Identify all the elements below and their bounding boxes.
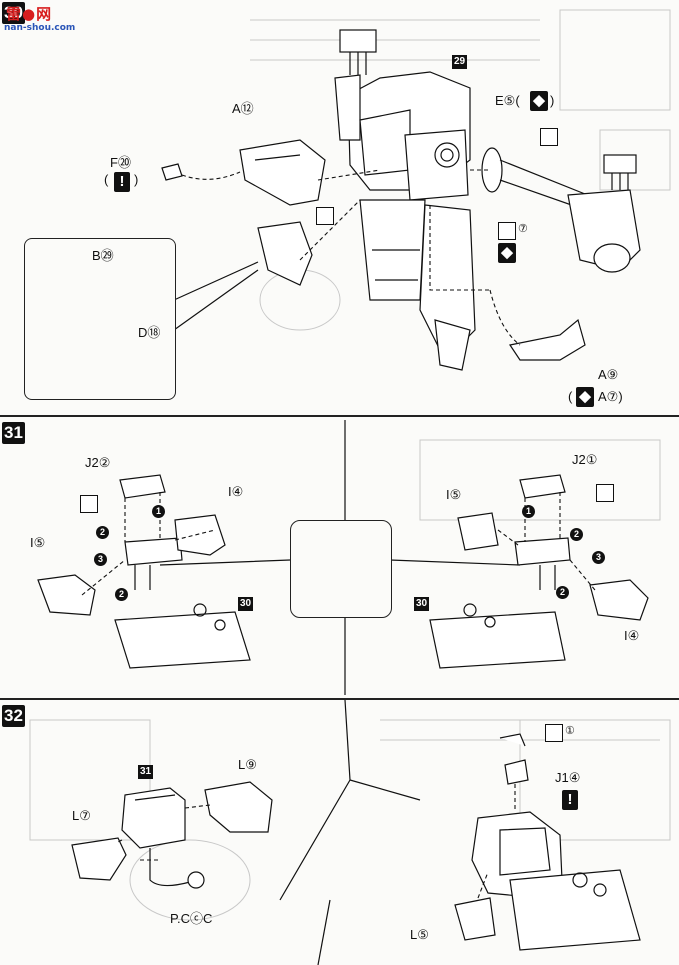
- joint-direction-icon: ◆: [498, 243, 516, 263]
- paren-close: ): [134, 172, 139, 187]
- part-label-j2-2: J2②: [85, 455, 111, 470]
- sticker-number: ①: [565, 725, 575, 737]
- part-label-f20: F⑳: [110, 155, 131, 170]
- part-label-l9: L⑨: [238, 757, 257, 772]
- step-divider: [0, 415, 679, 417]
- part-label-j2-1: J2①: [572, 452, 598, 467]
- part-label-i5: I⑤: [30, 535, 46, 550]
- step-reference-badge: 31: [138, 765, 154, 779]
- order-number: 2: [570, 528, 583, 541]
- hole-punch-icon: [540, 128, 558, 146]
- part-label-e5: E⑤(: [495, 93, 520, 108]
- part-label-j1-4: J1④: [555, 770, 581, 785]
- order-number: 1: [152, 505, 165, 518]
- part-label-a12: A⑫: [232, 101, 254, 116]
- nipper-icon: [596, 484, 614, 502]
- paren-open: (: [568, 389, 573, 404]
- part-label-l5: L⑤: [410, 927, 429, 942]
- watermark-url: nan-shou.com: [4, 23, 76, 33]
- detail-inset: [24, 238, 176, 400]
- nipper-icon: [80, 495, 98, 513]
- part-label-d18: D⑱: [138, 325, 161, 340]
- hole-punch-icon: [316, 207, 334, 225]
- order-number: 1: [522, 505, 535, 518]
- step-number: 32: [2, 705, 25, 727]
- detail-inset: [290, 520, 392, 618]
- part-label-pc: P.CⓒC: [170, 911, 213, 926]
- part-label-i4: I④: [624, 628, 640, 643]
- part-label-a7: A⑦): [598, 389, 623, 404]
- paren-close: ): [550, 93, 555, 108]
- joint-direction-icon: ◆: [576, 387, 594, 407]
- caution-icon: !: [114, 172, 130, 192]
- order-number: 3: [94, 553, 107, 566]
- step-reference-badge: 30: [414, 597, 430, 611]
- step-number: 31: [2, 422, 25, 444]
- joint-direction-icon: ◆: [530, 91, 548, 111]
- step-number: 30: [2, 2, 25, 24]
- part-label-l7: L⑦: [72, 808, 91, 823]
- sticker-icon: [498, 222, 516, 240]
- step-reference-badge: 30: [238, 597, 254, 611]
- order-number: 2: [96, 526, 109, 539]
- paren-open: (: [104, 172, 109, 187]
- watermark: 雷●网 nan-shou.com: [2, 3, 94, 39]
- order-number: 2: [556, 586, 569, 599]
- sticker-icon: [545, 724, 563, 742]
- order-number: 2: [115, 588, 128, 601]
- step32-diagram: [71, 699, 641, 965]
- step-divider: [0, 698, 679, 700]
- watermark-logo: 雷●网: [6, 5, 53, 23]
- part-label-a9: A⑨: [598, 367, 619, 382]
- caution-icon: !: [562, 790, 578, 810]
- order-number: 3: [592, 551, 605, 564]
- part-label-i5: I⑤: [446, 487, 462, 502]
- part-label-i4: I④: [228, 484, 244, 499]
- part-label-b29: B㉙: [92, 248, 114, 263]
- step-reference-badge: 29: [452, 55, 468, 69]
- sticker-number: ⑦: [518, 223, 528, 235]
